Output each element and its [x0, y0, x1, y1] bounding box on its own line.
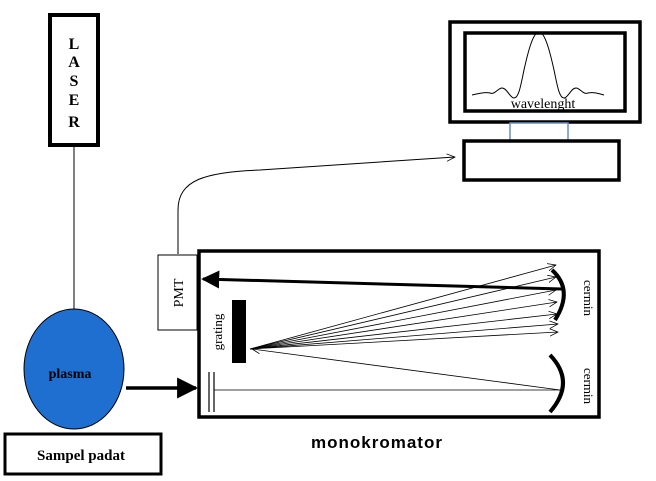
mirror-bottom: [548, 353, 565, 414]
mirror-to-pmt-arrow: [201, 270, 563, 291]
entrance-slit: [208, 372, 215, 412]
plasma-ellipse: [23, 308, 125, 430]
sample-label: Sampel padat: [37, 448, 125, 464]
laser-letter-l: L: [69, 36, 80, 53]
sample-box: [3, 432, 163, 476]
laser-box: L A S E R: [48, 13, 100, 147]
grating-label: grating: [210, 313, 225, 350]
monochromator-title: monokromator: [311, 433, 443, 452]
laser-letter-e: E: [69, 92, 80, 109]
grating-bar: [232, 300, 246, 363]
screen-label: wavelenght: [511, 97, 576, 112]
plasma-label: plasma: [49, 367, 92, 382]
monochromator-box: [197, 249, 601, 419]
laser-letter-s: S: [70, 73, 79, 90]
monitor-screen: [463, 31, 627, 113]
mirror-bottom-label: cermin: [581, 368, 596, 405]
monitor-stand: [509, 122, 569, 142]
laser-letter-a: A: [68, 54, 80, 71]
signal-cable: [177, 157, 455, 254]
mirror-top-label: cermin: [581, 280, 596, 317]
optical-rays: [214, 265, 561, 391]
computer-base: [462, 139, 621, 182]
computer: wavelenght: [448, 20, 642, 182]
laser-letter-r: R: [68, 114, 80, 131]
pmt-box: [157, 254, 198, 331]
spectrum-curve: [471, 31, 605, 99]
pmt-label: PMT: [172, 278, 187, 307]
